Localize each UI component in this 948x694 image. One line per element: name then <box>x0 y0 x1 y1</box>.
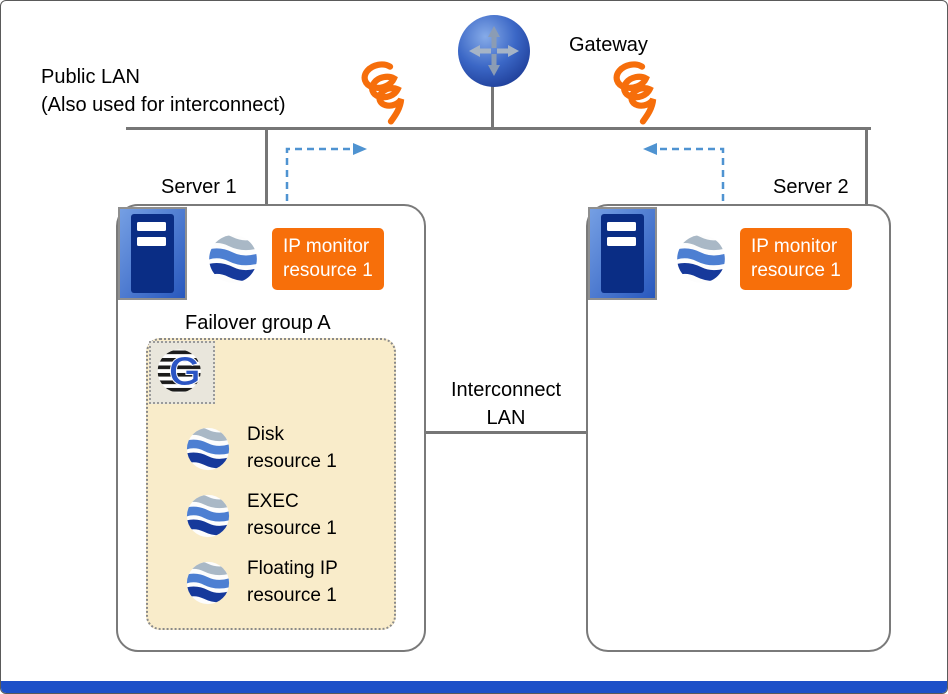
server1-uplink-line <box>265 130 268 206</box>
ip-monitor-globe-icon-server1 <box>207 233 259 285</box>
ping-coil-left-icon <box>347 59 409 141</box>
server2-uplink-line <box>865 130 868 206</box>
floating-ip-resource-label-line1: Floating IP <box>247 558 338 579</box>
floating-ip-resource-label-line2: resource 1 <box>247 585 337 606</box>
bottom-accent-bar <box>1 681 947 693</box>
disk-resource-globe-icon <box>185 426 231 472</box>
disk-resource-label: Disk resource 1 <box>247 421 337 475</box>
server2-label: Server 2 <box>773 176 849 198</box>
disk-resource-label-line2: resource 1 <box>247 451 337 472</box>
failover-group-icon: G <box>149 341 215 404</box>
disk-resource-label-line1: Disk <box>247 424 284 445</box>
gateway-label: Gateway <box>569 34 648 56</box>
public-lan-label-line2: (Also used for interconnect) <box>41 94 286 116</box>
failover-group-label: Failover group A <box>185 312 331 334</box>
exec-resource-label-line1: EXEC <box>247 491 299 512</box>
interconnect-label-line2: LAN <box>486 407 526 429</box>
group-letter: G <box>169 348 201 394</box>
gateway-stem-line <box>491 86 494 127</box>
server1-tower-icon <box>118 207 187 300</box>
exec-resource-globe-icon <box>185 493 231 539</box>
gateway-router-icon <box>457 14 531 88</box>
ip-monitor-badge-line1: IP monitor <box>283 236 370 257</box>
ip-monitor-globe-icon-server2 <box>675 233 727 285</box>
ip-monitor-badge-line2: resource 1 <box>283 260 373 281</box>
exec-resource-label-line2: resource 1 <box>247 518 337 539</box>
exec-resource-label: EXEC resource 1 <box>247 488 337 542</box>
server1-label: Server 1 <box>161 176 237 198</box>
ip-monitor-badge-server1: IP monitor resource 1 <box>272 228 384 290</box>
interconnect-label-line1: Interconnect <box>450 379 562 401</box>
public-lan-label-line1: Public LAN <box>41 66 140 88</box>
interconnect-label: Interconnect LAN <box>424 376 588 432</box>
ping-coil-right-icon <box>599 59 661 141</box>
floating-ip-resource-label: Floating IP resource 1 <box>247 555 338 609</box>
server2-tower-icon <box>588 207 657 300</box>
interconnect-line <box>425 431 587 434</box>
public-lan-label: Public LAN (Also used for interconnect) <box>41 63 286 119</box>
monitor-arrow-right <box>635 139 731 203</box>
ip-monitor-badge-line1: IP monitor <box>751 236 838 257</box>
ip-monitor-badge-server2: IP monitor resource 1 <box>740 228 852 290</box>
floating-ip-resource-globe-icon <box>185 560 231 606</box>
monitor-arrow-left <box>279 139 375 203</box>
public-lan-line <box>126 127 871 130</box>
ip-monitor-badge-line2: resource 1 <box>751 260 841 281</box>
